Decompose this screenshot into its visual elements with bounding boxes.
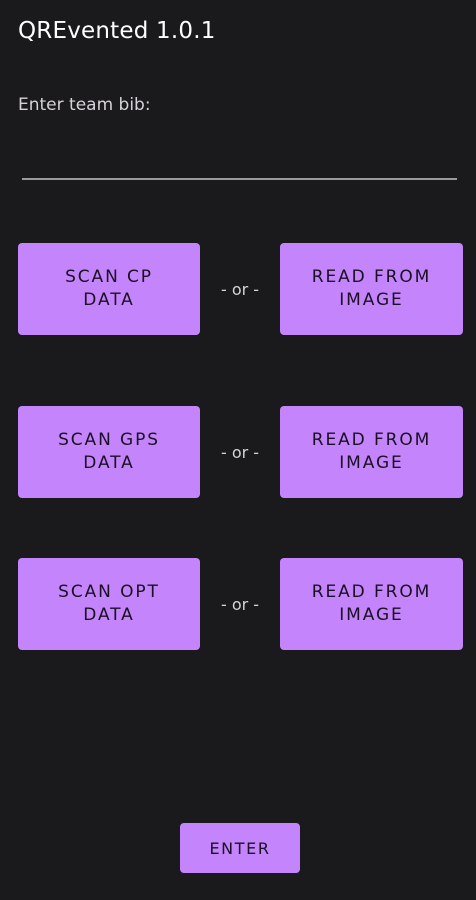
read-opt-from-image-button[interactable]: READ FROM IMAGE: [280, 558, 463, 650]
or-separator: - or -: [220, 442, 260, 462]
or-separator: - or -: [220, 279, 260, 299]
scan-cp-row: SCAN CP DATA - or - READ FROM IMAGE: [0, 243, 476, 335]
read-cp-from-image-button[interactable]: READ FROM IMAGE: [280, 243, 463, 335]
app-title: QREvented 1.0.1: [18, 18, 216, 44]
scan-cp-data-button[interactable]: SCAN CP DATA: [18, 243, 200, 335]
scan-opt-row: SCAN OPT DATA - or - READ FROM IMAGE: [0, 558, 476, 650]
scan-gps-data-button[interactable]: SCAN GPS DATA: [18, 406, 200, 498]
scan-opt-data-button[interactable]: SCAN OPT DATA: [18, 558, 200, 650]
or-separator: - or -: [220, 594, 260, 614]
enter-button[interactable]: ENTER: [180, 823, 300, 873]
read-gps-from-image-button[interactable]: READ FROM IMAGE: [280, 406, 463, 498]
scan-gps-row: SCAN GPS DATA - or - READ FROM IMAGE: [0, 406, 476, 498]
team-bib-label: Enter team bib:: [18, 95, 151, 115]
team-bib-input[interactable]: [22, 148, 457, 180]
